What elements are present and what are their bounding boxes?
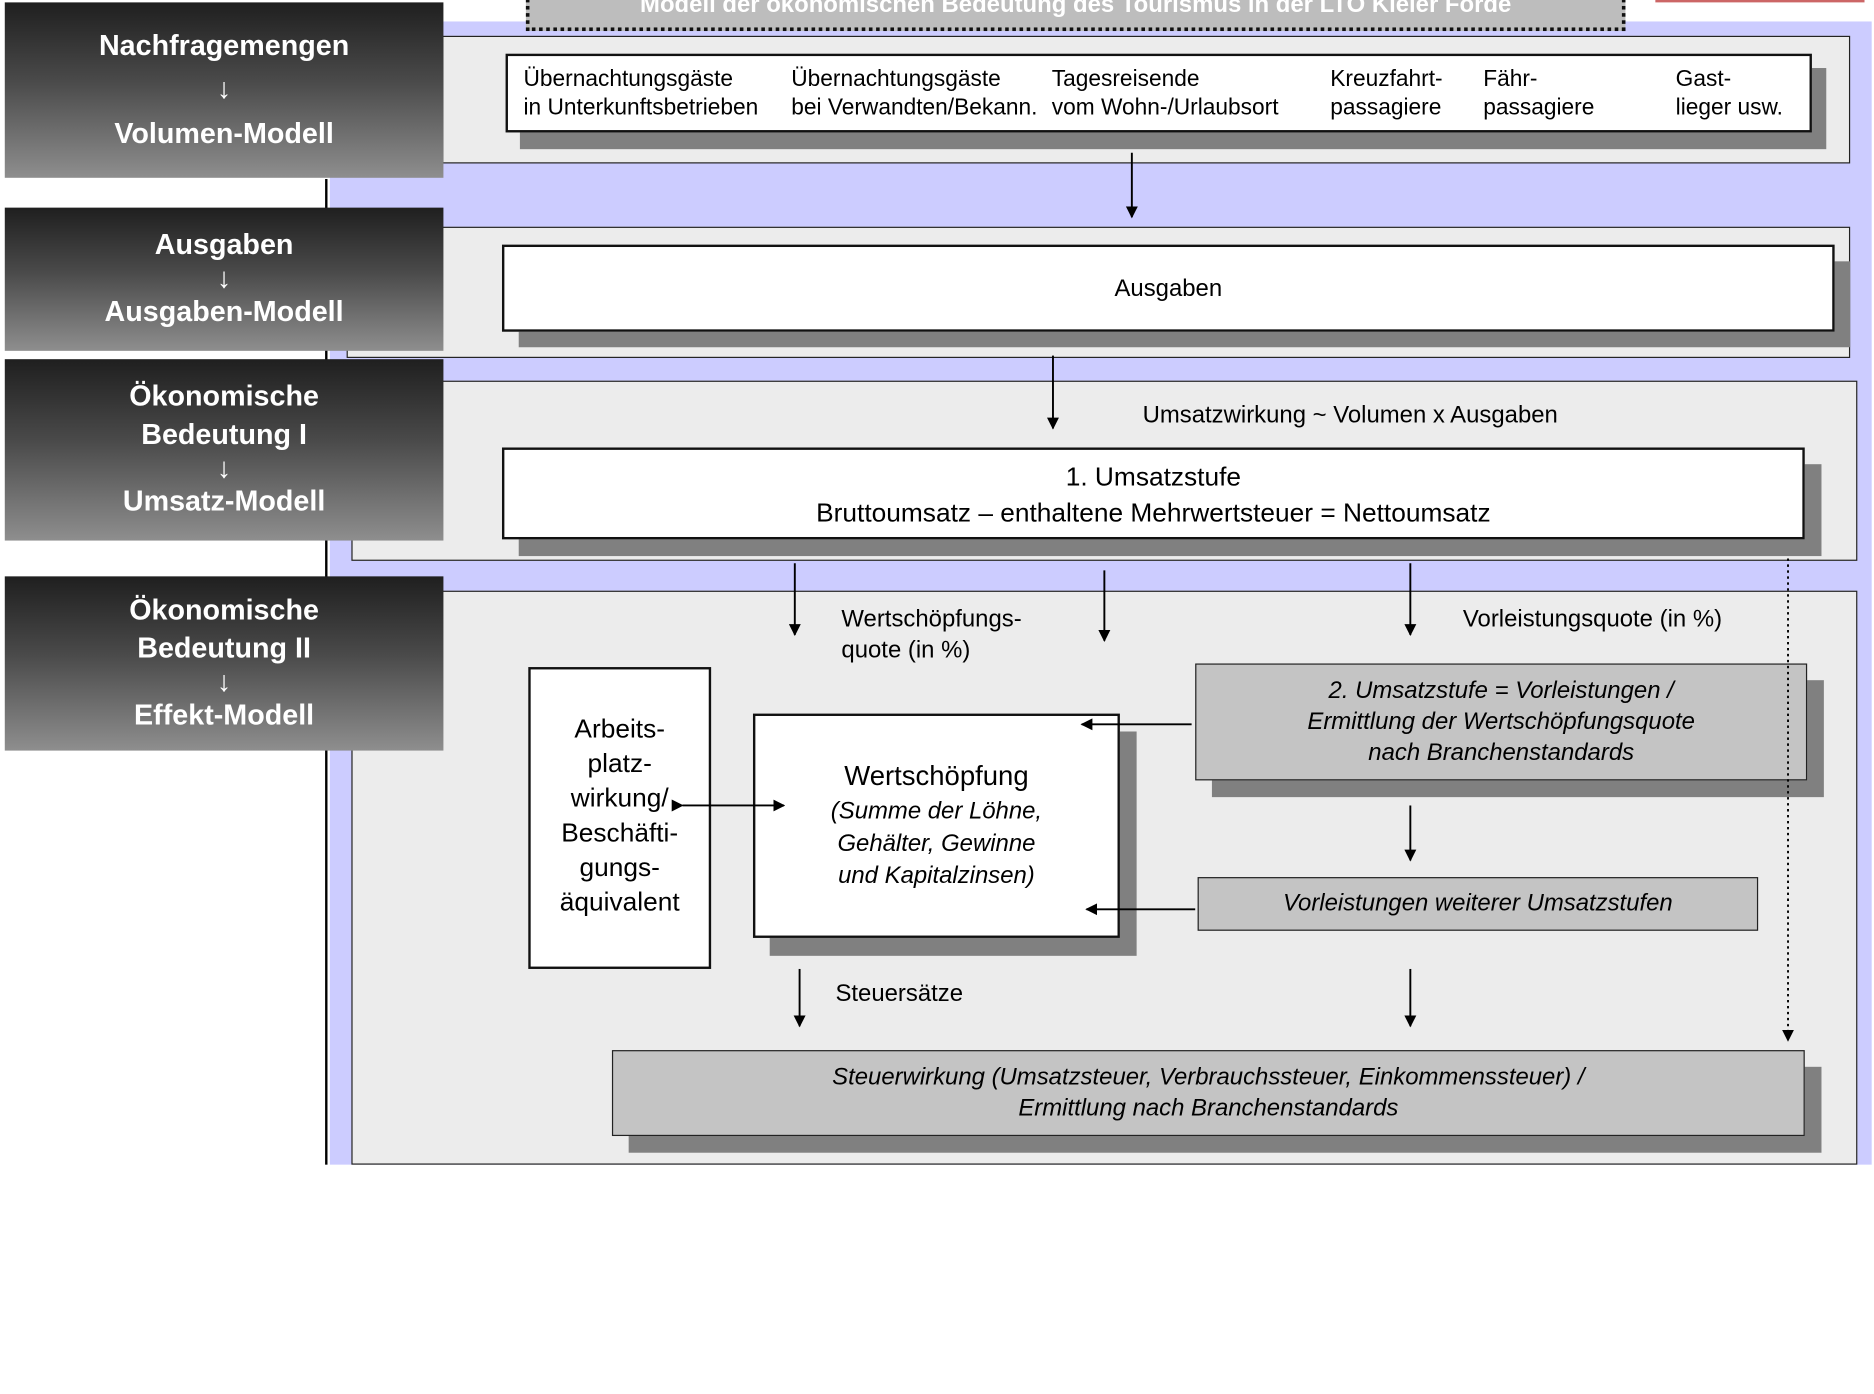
arbeitsplatz-box	[528, 667, 712, 969]
stage-effekt-title-1: Ökonomische	[129, 594, 319, 627]
stage-volumen-title: Nachfragemengen	[98, 29, 350, 62]
stage-ausgaben-model: Ausgaben-Modell	[104, 295, 344, 329]
stage-volumen-model: Volumen-Modell	[114, 117, 334, 150]
wertschoepfungsquote-label: Wertschöpfungs-quote (in %)	[841, 606, 1022, 664]
vorleistungsquote-label: Vorleistungsquote (in %)	[1462, 606, 1723, 633]
wertschoepfung-box	[752, 713, 1120, 938]
volume-categories-box	[505, 53, 1812, 133]
ausgaben-box	[501, 244, 1835, 332]
steuersaetze-label: Steuersätze	[835, 980, 964, 1008]
stage-umsatz-title-1: Ökonomische	[129, 380, 319, 413]
sidebar-stage-effekt: Ökonomische Bedeutung II ↓ Effekt-Modell	[4, 576, 444, 751]
umsatzstufe2-text: 2. Umsatzstufe = Vorleistungen /Ermittlu…	[1307, 677, 1695, 767]
sidebar-stage-volumen: Nachfragemengen ↓ Volumen-Modell	[4, 2, 444, 178]
sidebar-stage-umsatz: Ökonomische Bedeutung I ↓ Umsatz-Modell	[4, 359, 444, 541]
down-arrow-icon: ↓	[216, 72, 232, 105]
steuerwirkung-text: Steuerwirkung (Umsatzsteuer, Verbrauchss…	[832, 1064, 1585, 1122]
volume-cat-5: Fähr-passagiere	[1483, 66, 1595, 121]
wertschoepfung-title: Wertschöpfung	[844, 760, 1029, 792]
volume-cat-4: Kreuzfahrt-passagiere	[1330, 66, 1443, 121]
arbeitsplatz-text: Arbeits-platz-wirkung/Beschäfti-gungs-äq…	[559, 713, 680, 917]
stage-effekt-model: Effekt-Modell	[134, 699, 315, 732]
down-arrow-icon: ↓	[216, 262, 232, 295]
stage-effekt-title-2: Bedeutung II	[137, 632, 311, 665]
steuerwirkung-box	[611, 1050, 1805, 1137]
vorleistungen-weitere-text: Vorleistungen weiterer Umsatzstufen	[1282, 890, 1673, 917]
stage-umsatz-title-2: Bedeutung I	[141, 418, 307, 452]
umsatzstufe1-box	[501, 447, 1805, 540]
down-arrow-icon: ↓	[216, 452, 232, 485]
down-arrow-icon: ↓	[216, 665, 232, 699]
vorleistungen-weitere-box	[1197, 877, 1759, 931]
volume-cat-6: Gast-lieger usw.	[1675, 66, 1783, 121]
umsatzstufe2-box	[1195, 663, 1808, 781]
umsatzwirkung-label: Umsatzwirkung ~ Volumen x Ausgaben	[1142, 402, 1558, 429]
sidebar-stage-ausgaben: Ausgaben ↓ Ausgaben-Modell	[4, 207, 444, 351]
stage-ausgaben-title: Ausgaben	[154, 229, 294, 262]
corner-mark	[1655, 0, 1865, 3]
connector-arrows	[671, 152, 1794, 1042]
stage-umsatz-model: Umsatz-Modell	[122, 485, 326, 518]
diagram-title: Modell der ökonomischen Bedeutung des To…	[525, 0, 1626, 32]
ausgaben-label: Ausgaben	[1114, 275, 1223, 302]
